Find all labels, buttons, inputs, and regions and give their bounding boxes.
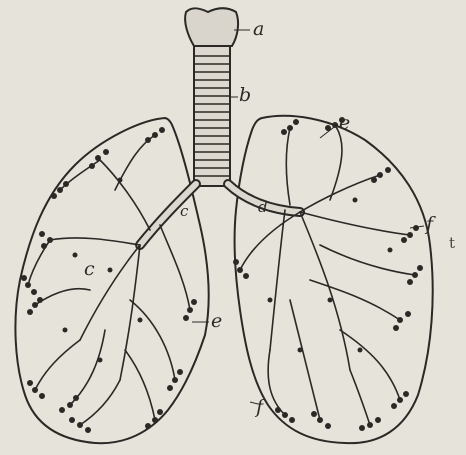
left-lung-alveoli (21, 127, 197, 433)
label-f-bottom: f (256, 398, 263, 417)
label-b-trachea: b (239, 86, 251, 105)
label-a-larynx: a (253, 20, 264, 39)
right-lung-outline (235, 116, 433, 443)
label-c-bronchus-upper: c (180, 204, 188, 219)
label-f-right: f (426, 215, 433, 234)
larynx (185, 8, 238, 46)
label-e-upper: e (339, 114, 350, 133)
label-e-middle: e (211, 312, 222, 331)
label-d-bronchus: d (258, 200, 268, 215)
right-lung-alveoli (233, 117, 423, 431)
left-bronchial-tree (28, 135, 190, 425)
page-edge-mark: t (449, 234, 455, 252)
trachea (194, 46, 230, 186)
label-c-lower: c (84, 260, 95, 279)
